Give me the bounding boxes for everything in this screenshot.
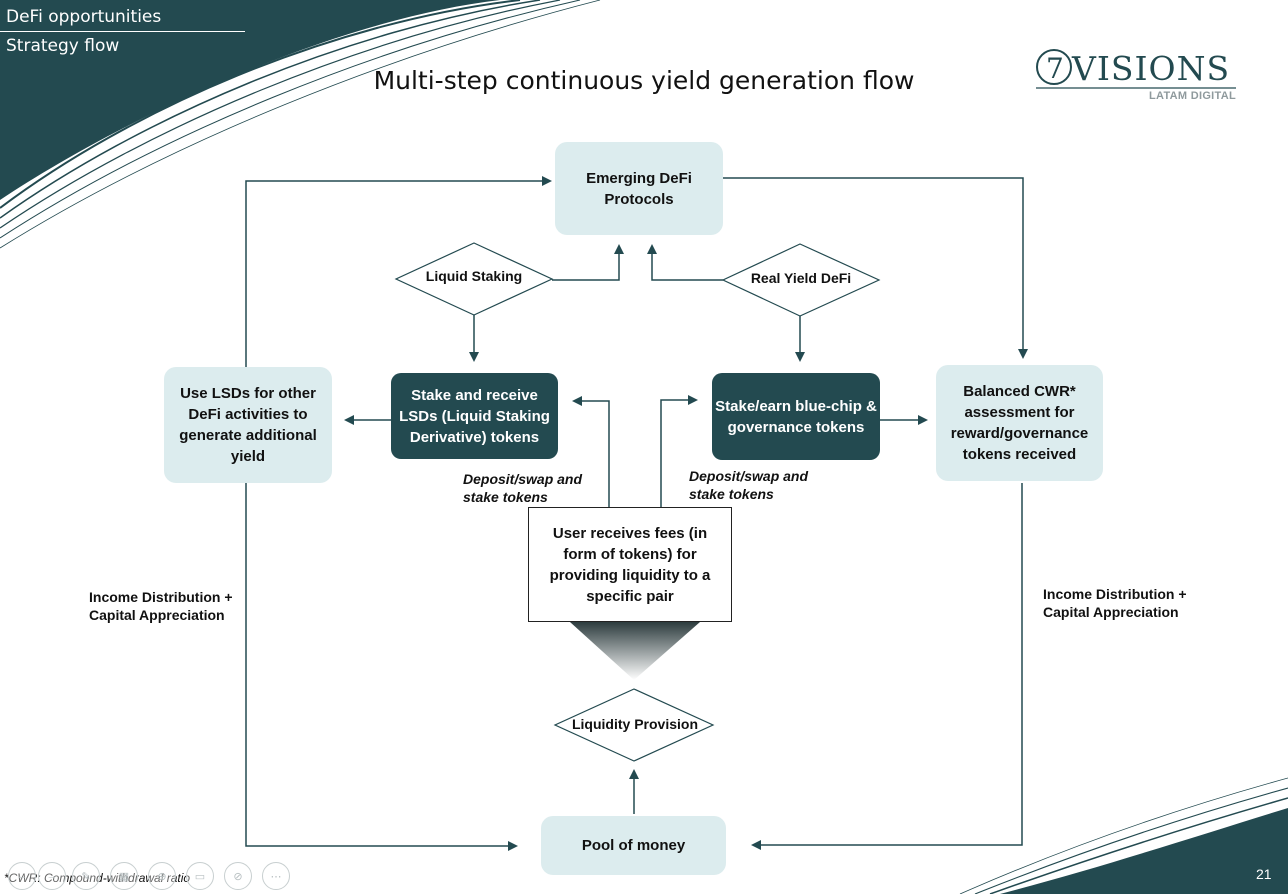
camera-off-icon[interactable]: ⊘: [224, 862, 252, 890]
income-right-label: Income Distribution + Capital Appreciati…: [1043, 586, 1187, 620]
more-icon[interactable]: ⋯: [262, 862, 290, 890]
liquidity-provision-label: Liquidity Provision: [571, 716, 698, 732]
real-yield-diamond: [721, 243, 881, 317]
company-logo: 7 VISIONS: [1036, 49, 1236, 89]
deposit-left-label: Deposit/swap and stake tokens: [463, 471, 583, 505]
section-title: DeFi opportunities: [6, 7, 162, 27]
logo-subtitle: LATAM DIGITAL: [1149, 90, 1236, 102]
liquid-staking-label: Liquid Staking: [425, 268, 523, 284]
back-icon[interactable]: ←: [8, 862, 36, 890]
balanced-cwr-box: Balanced CWR* assessment for reward/gove…: [936, 365, 1103, 481]
liquidity-provision-diamond: [553, 688, 715, 762]
pen-icon[interactable]: ✎: [72, 862, 100, 890]
stake-lsd-box: Stake and receive LSDs (Liquid Staking D…: [391, 373, 558, 459]
subtitles-icon[interactable]: ▭: [186, 862, 214, 890]
deposit-right-label: Deposit/swap and stake tokens: [689, 468, 809, 502]
user-fees-box: User receives fees (in form of tokens) f…: [528, 507, 732, 622]
header-divider: [0, 31, 245, 32]
liquid-staking-diamond: [394, 242, 554, 316]
page-title: Multi-step continuous yield generation f…: [373, 66, 915, 95]
svg-text:7: 7: [1046, 52, 1064, 85]
svg-text:VISIONS: VISIONS: [1071, 49, 1230, 88]
use-lsd-box: Use LSDs for other DeFi activities to ge…: [164, 367, 332, 483]
pool-of-money-box: Pool of money: [541, 816, 726, 875]
page-number: 21: [1256, 866, 1272, 882]
forward-icon[interactable]: →: [38, 862, 66, 890]
stake-bluechip-box: Stake/earn blue-chip & governance tokens: [712, 373, 880, 460]
real-yield-label: Real Yield DeFi: [750, 270, 852, 286]
emerging-defi-box: Emerging DeFi Protocols: [555, 142, 723, 235]
funnel-shape: [570, 622, 700, 680]
grid-icon[interactable]: ▦: [110, 862, 138, 890]
income-left-label: Income Distribution + Capital Appreciati…: [89, 589, 233, 623]
section-subtitle: Strategy flow: [6, 36, 120, 56]
zoom-icon[interactable]: ⊕: [148, 862, 176, 890]
